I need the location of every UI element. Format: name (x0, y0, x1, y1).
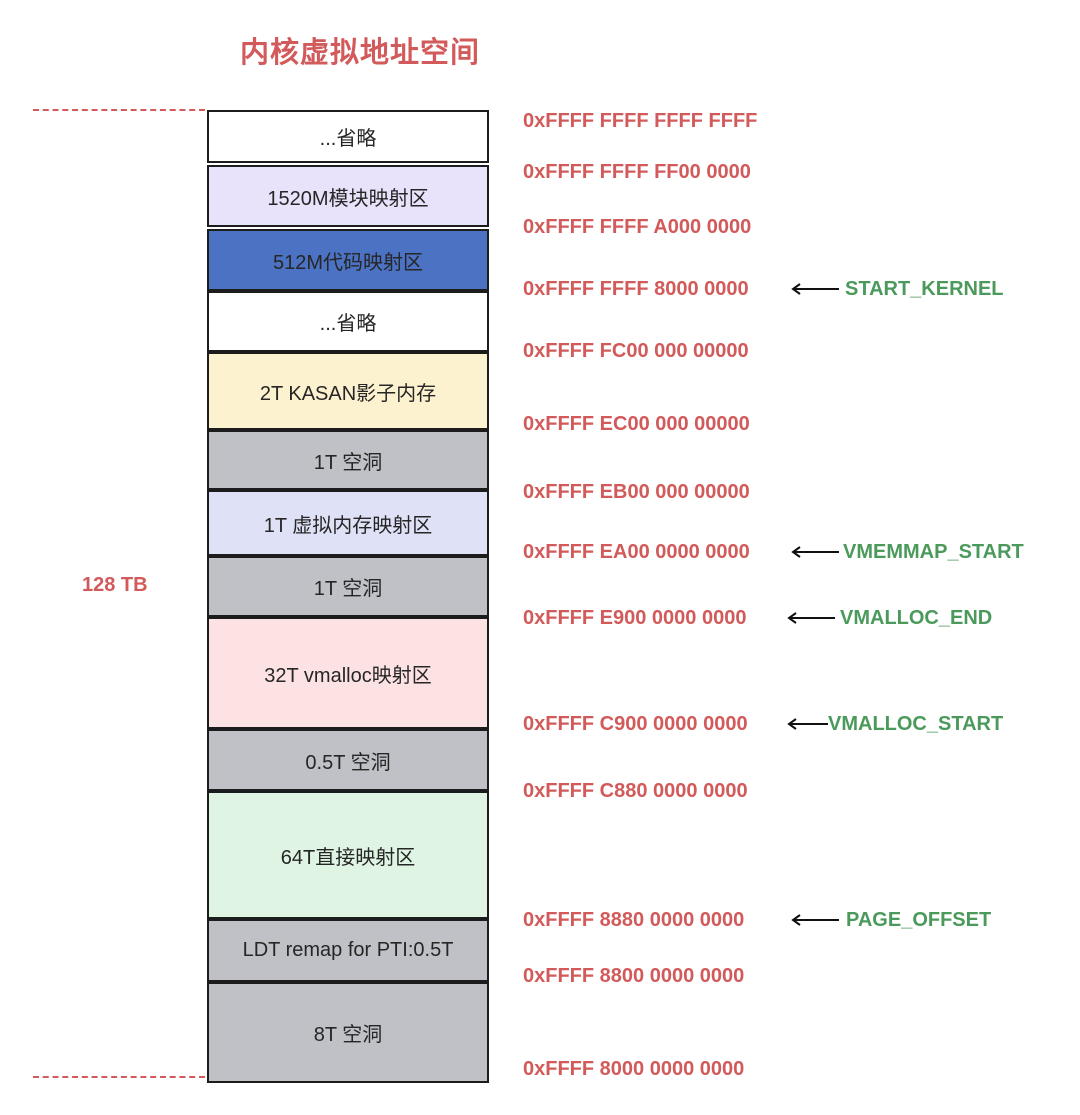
arrow-left-icon (787, 718, 828, 730)
address-label: 0xFFFF FFFF FF00 0000 (523, 161, 751, 183)
total-size-label: 128 TB (82, 574, 148, 596)
address-label: 0xFFFF FFFF A000 0000 (523, 216, 752, 238)
region-block: 32T vmalloc映射区 (207, 617, 489, 729)
address-label: 0xFFFF FFFF 8000 0000 (523, 278, 749, 300)
top-boundary-dashed-line (33, 109, 205, 111)
address-label: 0xFFFF 8000 0000 0000 (523, 1058, 745, 1080)
region-block: ...省略 (207, 110, 489, 163)
address-label: 0xFFFF FFFF FFFF FFFF (523, 110, 758, 132)
arrow-left-icon (791, 283, 839, 295)
region-block: 1T 空洞 (207, 430, 489, 490)
region-block: 64T直接映射区 (207, 791, 489, 919)
region-block: 0.5T 空洞 (207, 729, 489, 791)
address-label: 0xFFFF E900 0000 0000 (523, 607, 747, 629)
region-block: 2T KASAN影子内存 (207, 352, 489, 430)
marker-vmemmap-start: VMEMMAP_START (843, 541, 1024, 563)
address-label: 0xFFFF C900 0000 0000 (523, 713, 748, 735)
region-block: 1T 虚拟内存映射区 (207, 490, 489, 556)
region-block: 1T 空洞 (207, 556, 489, 617)
arrow-left-icon (791, 914, 839, 926)
address-label: 0xFFFF EC00 000 00000 (523, 413, 750, 435)
address-label: 0xFFFF EA00 0000 0000 (523, 541, 750, 563)
arrow-left-icon (787, 612, 835, 624)
region-block: 8T 空洞 (207, 982, 489, 1083)
bottom-boundary-dashed-line (33, 1076, 205, 1078)
address-label: 0xFFFF C880 0000 0000 (523, 780, 748, 802)
marker-page-offset: PAGE_OFFSET (846, 909, 992, 931)
address-label: 0xFFFF 8880 0000 0000 (523, 909, 745, 931)
region-block: 512M代码映射区 (207, 229, 489, 291)
marker-start-kernel: START_KERNEL (845, 278, 1004, 300)
diagram-title: 内核虚拟地址空间 (240, 37, 481, 69)
marker-vmalloc-end: VMALLOC_END (840, 607, 993, 629)
address-label: 0xFFFF FC00 000 00000 (523, 340, 749, 362)
region-block: ...省略 (207, 291, 489, 352)
address-label: 0xFFFF EB00 000 00000 (523, 481, 750, 503)
marker-vmalloc-start: VMALLOC_START (828, 713, 1004, 735)
region-block: 1520M模块映射区 (207, 165, 489, 227)
address-label: 0xFFFF 8800 0000 0000 (523, 965, 745, 987)
arrow-left-icon (791, 546, 839, 558)
region-block: LDT remap for PTI:0.5T (207, 919, 489, 982)
